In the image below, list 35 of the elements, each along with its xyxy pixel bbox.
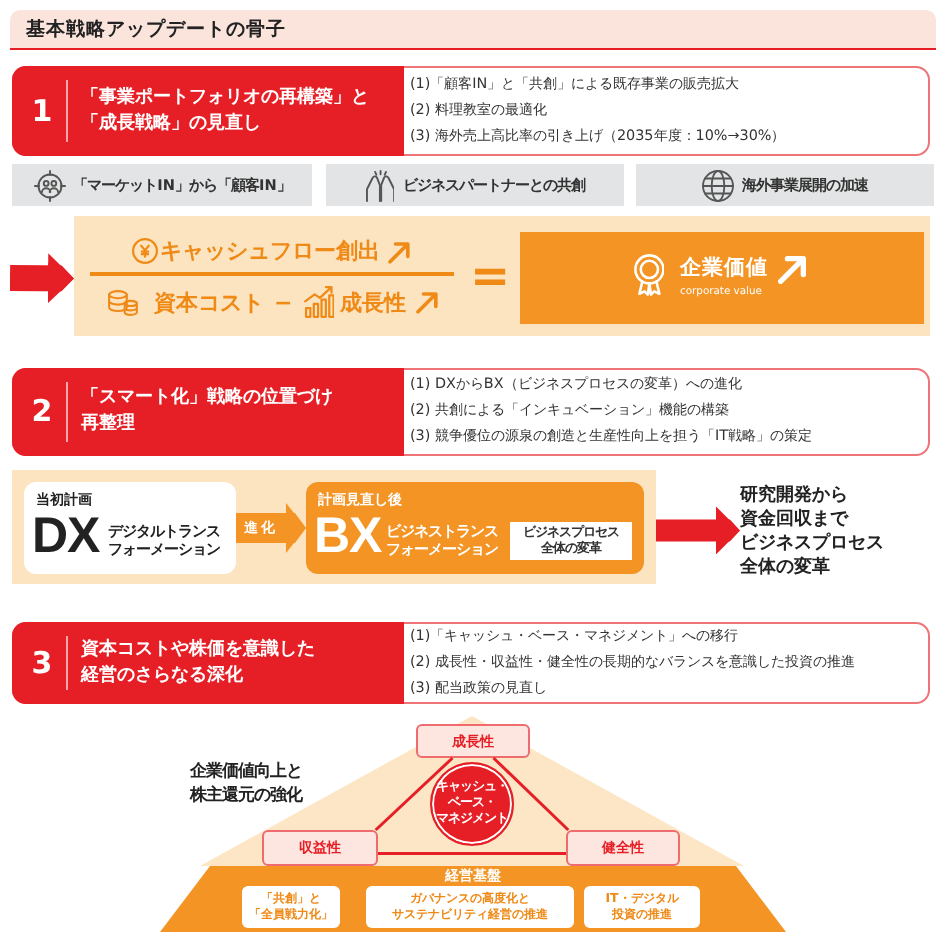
section-number: 2	[31, 397, 53, 427]
section-heading: 「事業ポートフォリオの再構築」と「成長戦略」の見直し	[81, 84, 372, 137]
value-box	[520, 232, 924, 324]
equals-sign: =	[470, 249, 511, 303]
theme-bar	[636, 164, 934, 206]
section-heading: 「スマート化」戦略の位置づけ再整理	[81, 385, 336, 438]
caption-text: 企業価値向上と株主還元の強化	[190, 758, 305, 807]
section-band	[12, 622, 930, 704]
plan-box	[306, 482, 644, 574]
section-band	[12, 66, 930, 156]
section-number: 3	[31, 648, 53, 678]
connector-line	[374, 756, 454, 832]
minus-sign: −	[274, 291, 293, 317]
arrow	[656, 506, 740, 555]
formula-term: 成長性	[340, 291, 406, 317]
arrow	[236, 503, 306, 553]
plan-panel	[12, 470, 656, 584]
plan-acronym: BX	[314, 512, 382, 562]
page-title: 基本戦略アップデートの骨子	[26, 17, 286, 41]
foundation-band	[160, 866, 786, 932]
plan-acronym: DX	[32, 512, 100, 562]
arrow	[9, 253, 74, 304]
conclusion-text: 研究開発から資金回収までビジネスプロセス全体の変革	[740, 486, 888, 581]
theme-bar	[12, 164, 312, 206]
formula-term: キャッシュフロー創出	[160, 239, 380, 265]
formula-panel	[74, 216, 930, 336]
theme-bar	[326, 164, 624, 206]
section-band	[12, 368, 930, 456]
connector-line	[492, 756, 570, 832]
section-number: 1	[31, 96, 53, 126]
value-title: 企業価値	[680, 256, 768, 282]
section-heading: 資本コストや株価を意識した経営のさらなる深化	[81, 636, 318, 689]
connector-line	[378, 851, 566, 855]
plan-box	[24, 482, 236, 574]
formula-term: 資本コスト	[154, 291, 264, 317]
